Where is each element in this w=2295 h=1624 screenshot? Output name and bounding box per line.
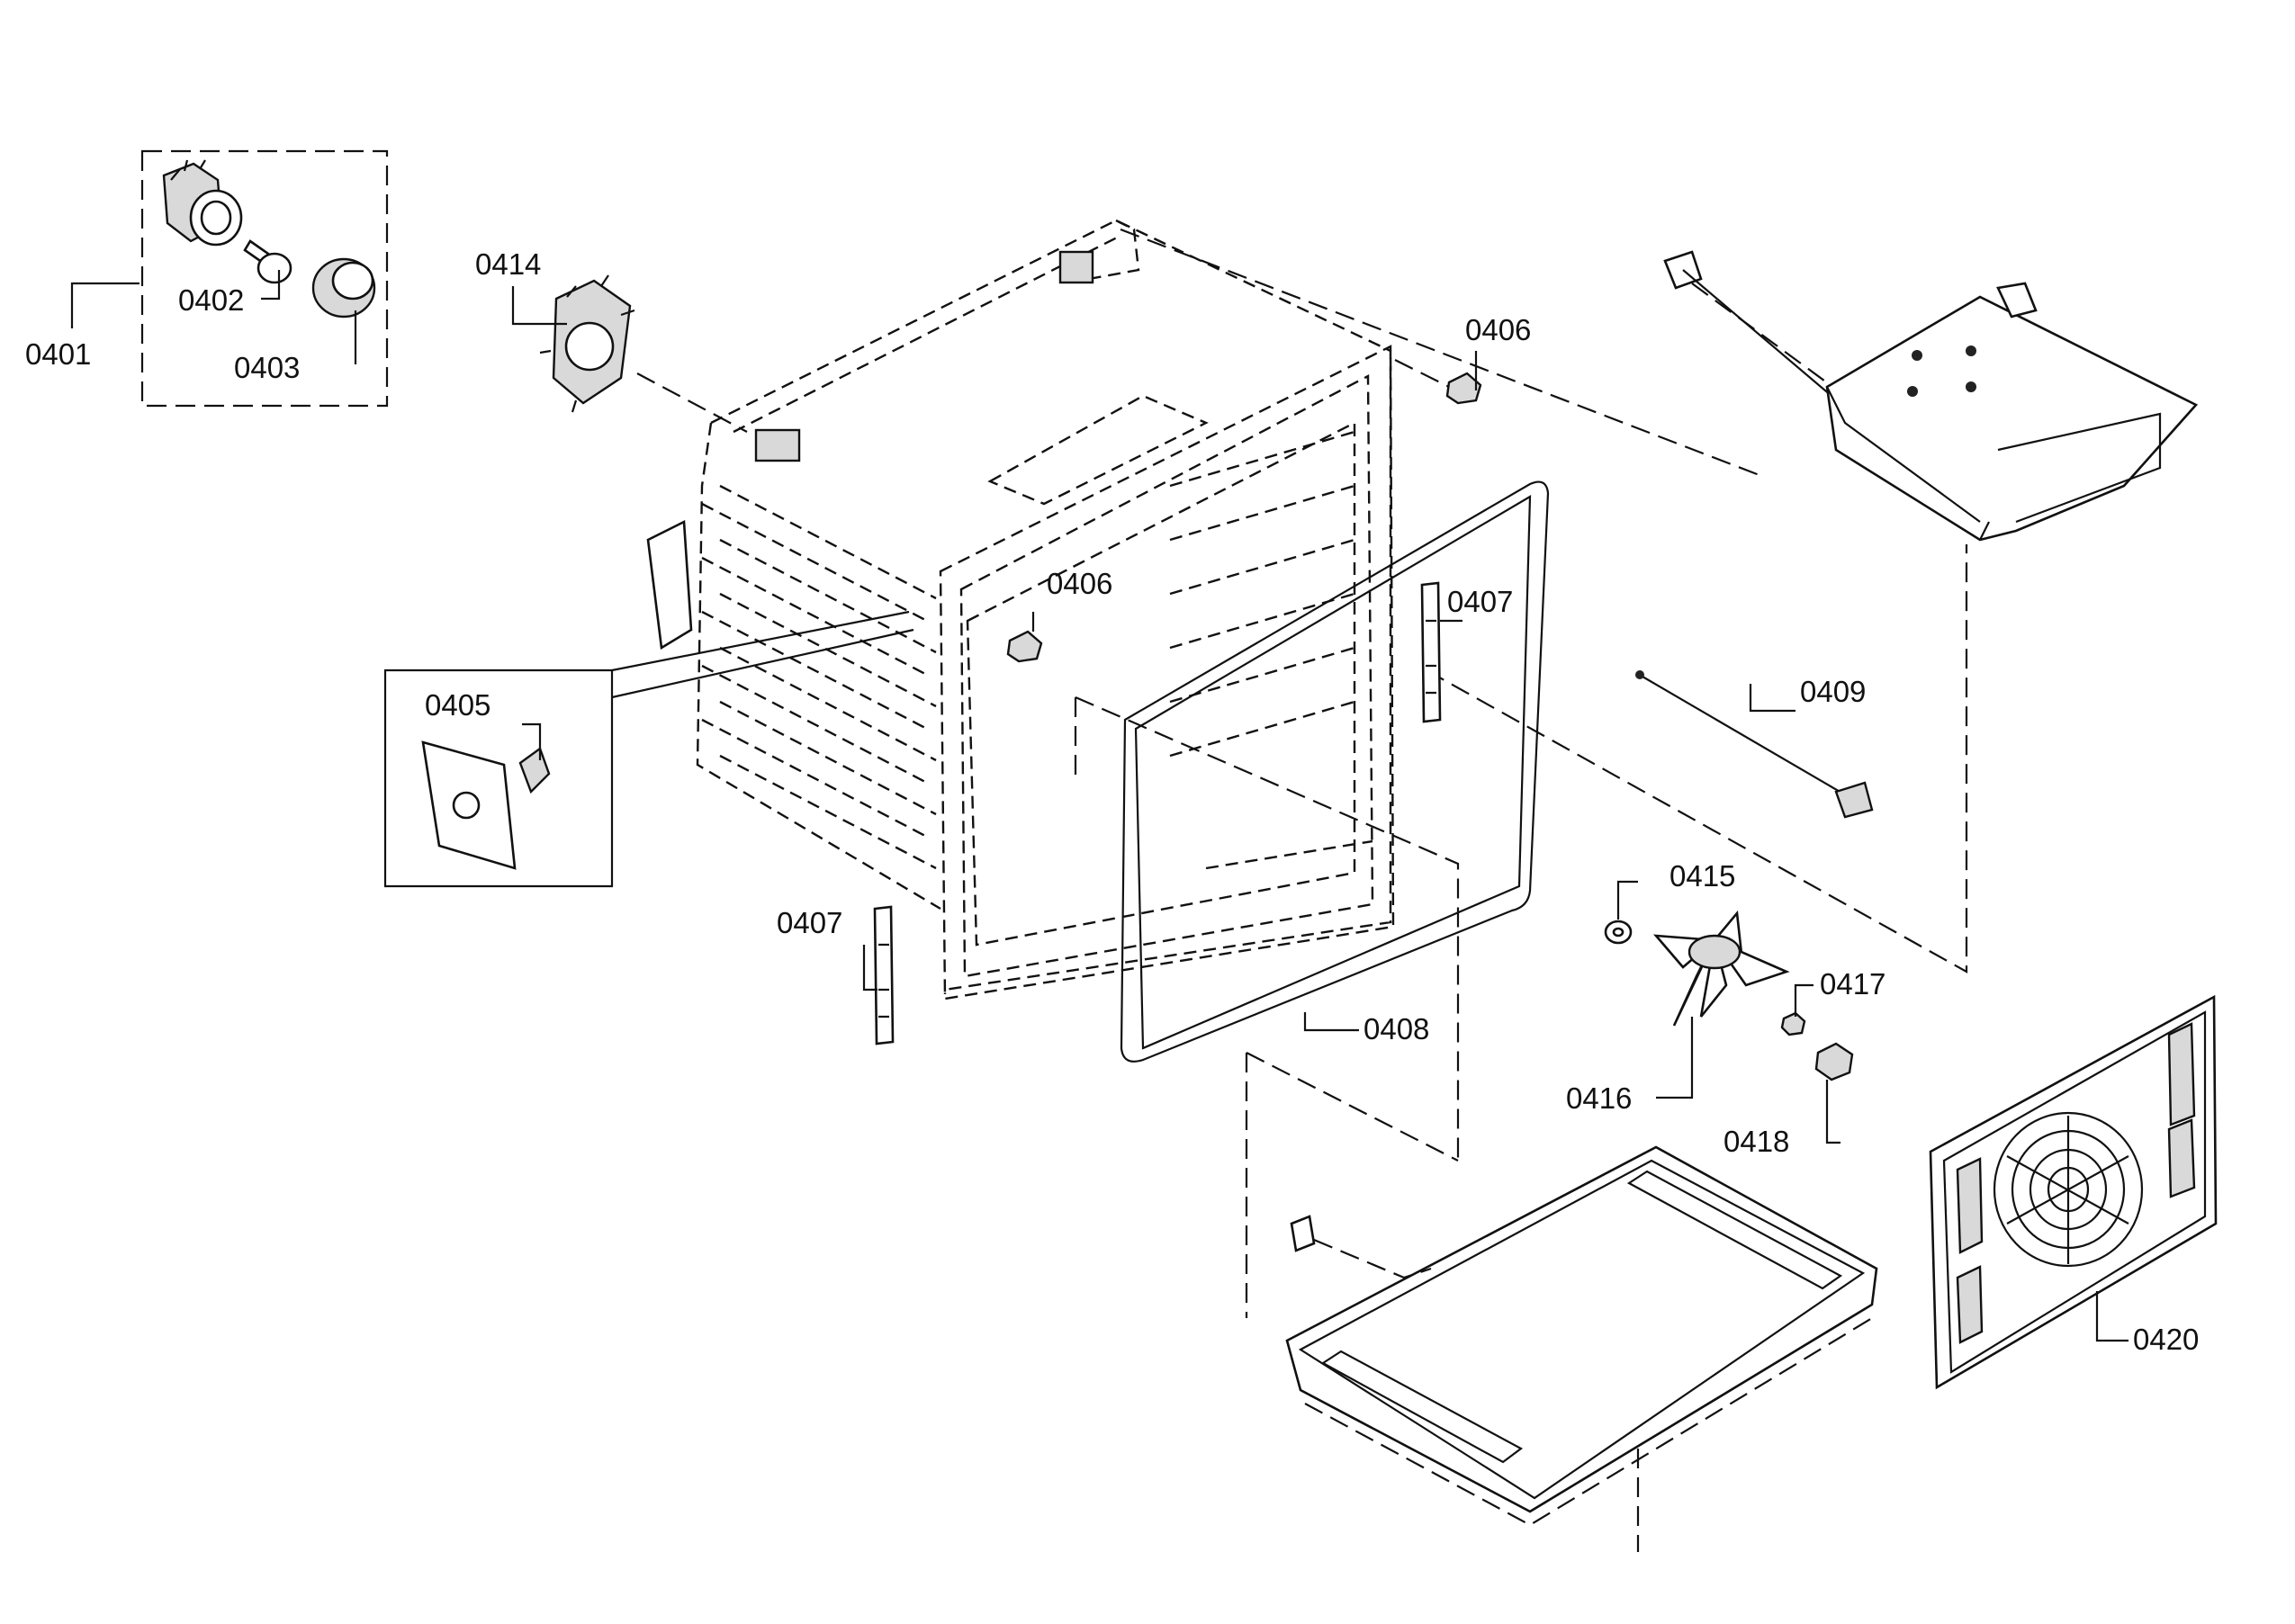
broil-element-assembly	[1663, 250, 2199, 542]
lamp-socket	[162, 159, 243, 247]
oven-floor-panel	[1285, 1145, 1878, 1527]
callout-0414: 0414	[475, 247, 541, 281]
callout-0417: 0417	[1820, 967, 1886, 1000]
screw-top	[1445, 372, 1482, 405]
top-vent-a	[1058, 250, 1094, 284]
callout-0407-left: 0407	[777, 906, 842, 939]
callout-0415: 0415	[1670, 859, 1735, 893]
screw-alignment-line	[1394, 359, 1450, 388]
fan-nut	[1780, 1011, 1806, 1036]
convection-motor-part	[539, 274, 635, 413]
callout-0420: 0420	[2133, 1323, 2199, 1356]
callout-0418: 0418	[1724, 1125, 1789, 1158]
oven-cavity	[646, 219, 1395, 1000]
motor-alignment-line	[636, 372, 748, 433]
door-gasket	[1120, 480, 1550, 1063]
lamp-bulb	[243, 239, 292, 284]
fan-cap	[1814, 1042, 1854, 1081]
lamp-assembly-group	[140, 149, 389, 408]
leader-lines	[70, 270, 2128, 1342]
lamp-housing-inset	[383, 610, 914, 888]
callout-0405: 0405	[425, 688, 490, 722]
callout-labels: 0401 0402 0403 0414 0406 0406 0407 0405 …	[25, 247, 2199, 1356]
rear-alignment-line	[1426, 544, 1968, 974]
bottom-alignment-line	[1075, 695, 1460, 1161]
top-vent-b	[754, 428, 801, 462]
floor-right-alignment	[1246, 1052, 1459, 1162]
lamp-assembly-box	[140, 149, 389, 408]
callout-0402: 0402	[178, 283, 244, 317]
callout-0416: 0416	[1566, 1081, 1632, 1115]
bake-element-rod	[1635, 670, 1874, 819]
callout-0406-front: 0406	[1047, 567, 1112, 600]
rear-fan-cover	[1929, 994, 2218, 1390]
callout-0409: 0409	[1800, 675, 1866, 708]
callout-0407-right: 0407	[1447, 585, 1513, 618]
rack-support-left	[873, 905, 895, 1045]
rack-support-right	[1420, 581, 1442, 723]
convection-fan-blade	[1652, 910, 1790, 1027]
lamp-housing-knob	[518, 747, 551, 794]
callout-0408: 0408	[1364, 1012, 1429, 1045]
screw-front	[1006, 630, 1043, 663]
floor-connector	[1290, 1215, 1316, 1252]
lamp-lens-cover	[311, 257, 376, 319]
callout-0403: 0403	[234, 351, 300, 384]
callout-0401: 0401	[25, 337, 91, 371]
fan-washer	[1604, 920, 1633, 945]
callout-0406-top: 0406	[1465, 313, 1531, 346]
